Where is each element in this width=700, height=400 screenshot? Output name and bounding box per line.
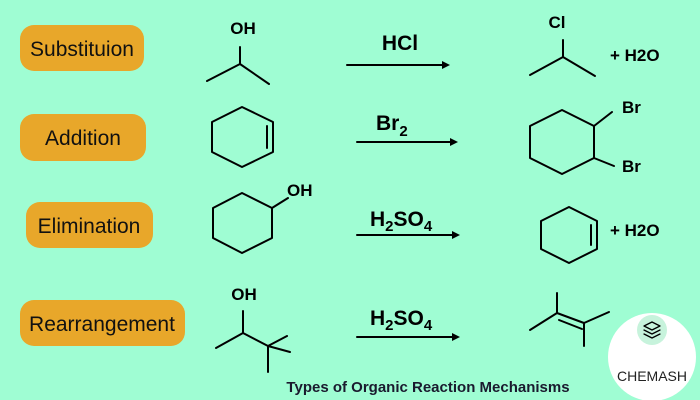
reagent-label: HCl <box>382 32 418 55</box>
atom-label: Br <box>622 98 641 117</box>
atom-label: OH <box>287 181 313 200</box>
byproduct-label: + H2O <box>610 46 660 65</box>
pill-elimination: Elimination <box>26 202 153 248</box>
atom-label: Br <box>622 157 641 176</box>
isopropyl-chloride-structure: Cl <box>529 13 596 77</box>
cyclohexanol-structure: OH <box>212 181 313 254</box>
arrow-2 <box>356 138 458 146</box>
arrow-4 <box>356 333 460 341</box>
pill-label: Rearrangement <box>29 313 175 336</box>
pill-addition: Addition <box>20 114 146 161</box>
pill-substitution: Substituion <box>20 25 144 71</box>
atom-label: OH <box>231 285 257 304</box>
byproduct-label: + H2O <box>610 221 660 240</box>
cyclohexene-structure <box>211 106 274 168</box>
arrow-3 <box>356 231 460 239</box>
reagent-label: H2SO4 <box>370 208 433 235</box>
atom-label: OH <box>230 19 256 38</box>
dimethylbutanol-structure: OH <box>215 285 291 373</box>
logo-name: CHEMASH <box>617 368 687 384</box>
layers-stack-icon <box>643 321 661 339</box>
dibromocyclohexane-structure: Br Br <box>529 98 641 176</box>
pill-label: Substituion <box>30 38 134 61</box>
pill-label: Elimination <box>38 215 141 238</box>
tetramethylethylene-structure <box>529 292 610 347</box>
chemash-logo: CHEMASH <box>608 313 696 400</box>
cyclohexene-product-structure <box>540 206 598 264</box>
isopropanol-structure: OH <box>206 19 270 85</box>
atom-label: Cl <box>549 13 566 32</box>
reagent-label: Br2 <box>376 112 408 140</box>
arrow-1 <box>346 61 450 69</box>
pill-label: Addition <box>45 127 121 150</box>
diagram-title: Types of Organic Reaction Mechanisms <box>286 379 569 396</box>
pill-rearrangement: Rearrangement <box>20 300 185 346</box>
reagent-label: H2SO4 <box>370 307 433 334</box>
